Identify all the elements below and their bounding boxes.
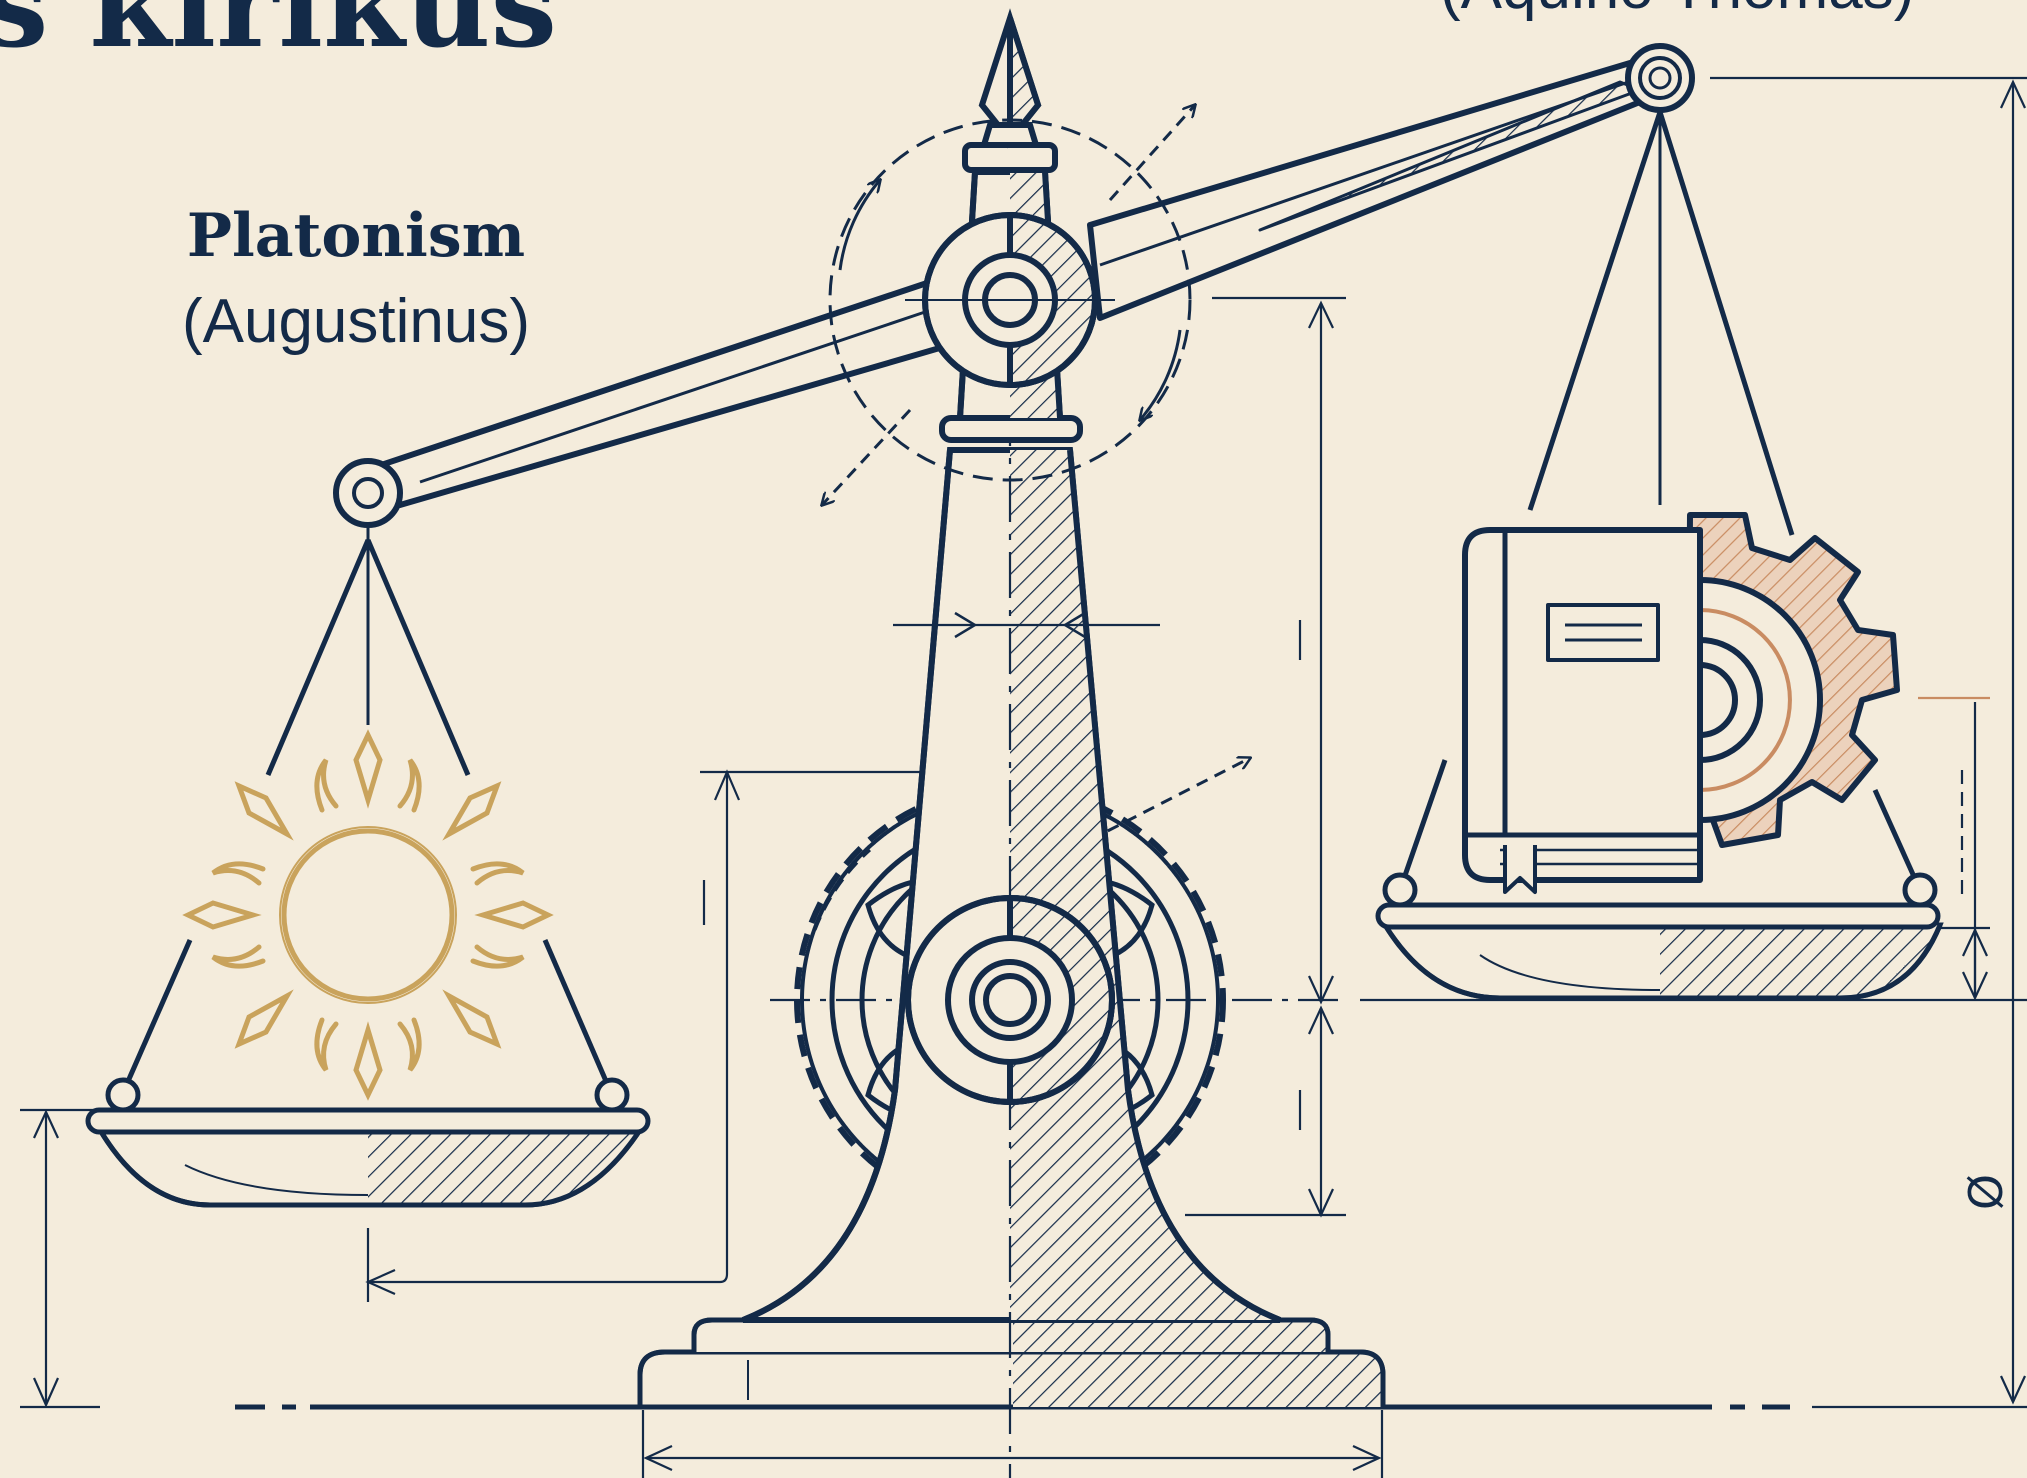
lower-hub: [908, 898, 1112, 1102]
left-pan-sublabel: (Augustinus): [182, 287, 530, 356]
right-pan-sublabel: (Aquino Thomas): [1440, 0, 1914, 22]
gear-icon: [1688, 515, 1897, 845]
diameter-symbol: Ø: [1959, 1174, 2013, 1210]
left-pan-label: Platonism: [187, 201, 525, 271]
left-pan: [88, 527, 648, 1205]
page-title: s kirikus: [0, 0, 557, 74]
sun-icon: [188, 735, 548, 1095]
scale-base: [640, 1320, 1383, 1407]
book-icon: [1465, 530, 1700, 892]
